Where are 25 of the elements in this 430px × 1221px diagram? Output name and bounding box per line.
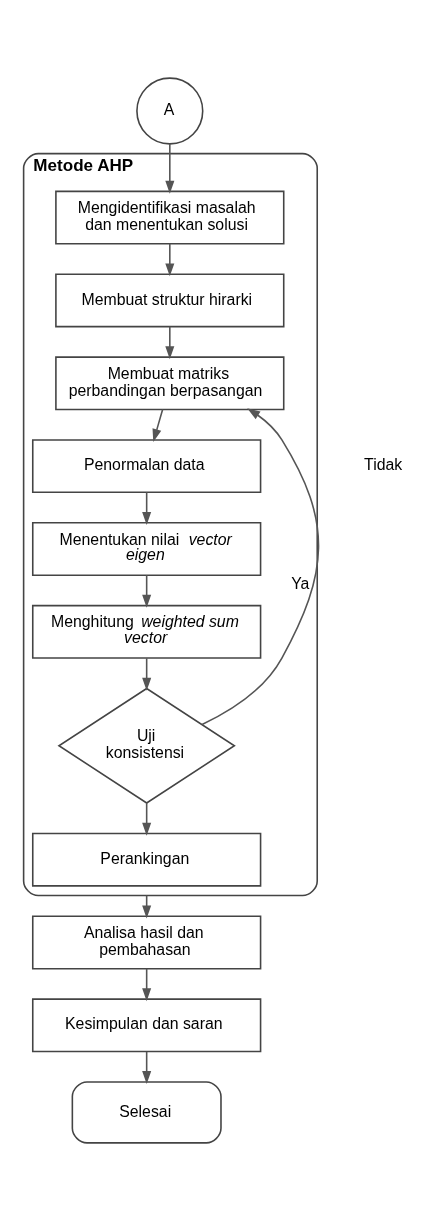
arrow [152,408,163,442]
node-diamond: Uji konsistensi [57,687,236,804]
label: Tidak [363,456,402,474]
node-box: Perankingan [31,832,261,887]
node-box: Membuat matriks perbandingan berpasangan [54,356,284,411]
arrow [141,574,151,608]
arrow [164,325,174,360]
node-circle: A [135,77,203,145]
node-box: Analisa hasil dan pembahasan [31,915,261,970]
arrow [141,1051,151,1085]
node-box: Selesai [71,1081,222,1144]
node-box: Kesimpulan dan saran [31,998,261,1053]
arrow [141,491,151,525]
node-box: Menghitung weighted sum vector [31,604,261,659]
node-box: Penormalan data [31,439,261,494]
arrow [141,657,151,691]
arrow [164,243,174,277]
arrow [141,967,151,1002]
node-box: Menentukan nilai vector eigen [31,522,261,576]
arrow [200,408,319,726]
node-box: Membuat struktur hirarki [54,273,284,328]
arrow [141,802,151,836]
node-box: Mengidentifikasi masalah dan menentukan solusi [54,190,284,245]
arrow [164,143,174,194]
edge-label: Ya [290,575,309,593]
